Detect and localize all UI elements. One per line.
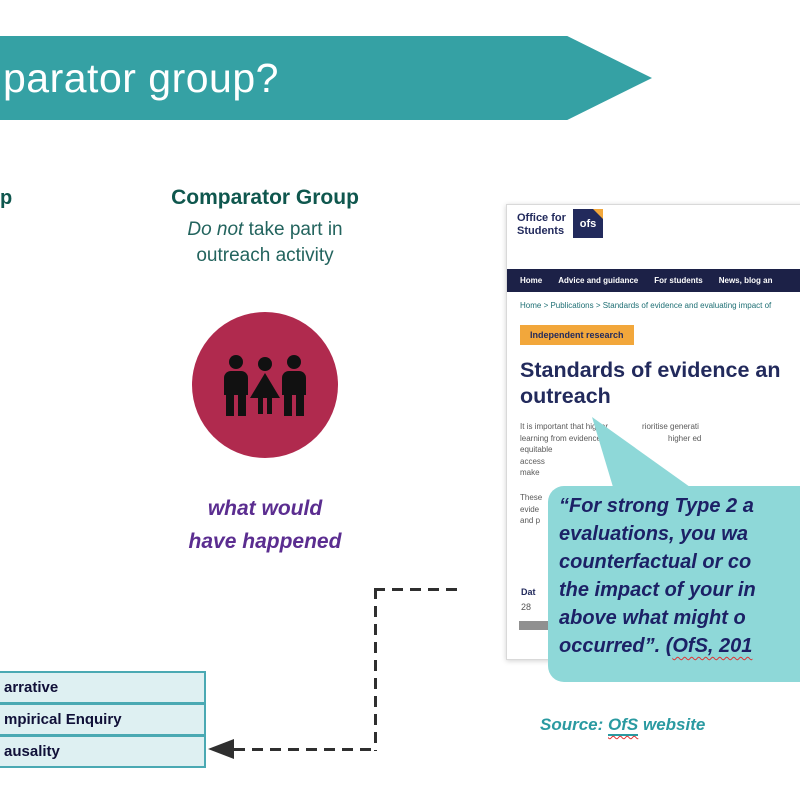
quote-line-2: evaluations, you wa <box>559 523 748 545</box>
evidence-box-empirical-enquiry: mpirical Enquiry <box>0 703 206 736</box>
quote-line-6-prefix: occurred”. ( <box>559 635 673 657</box>
comparator-desc-line1: Do not take part in <box>115 219 415 241</box>
quote-citation: OfS, 201 <box>672 635 753 657</box>
body-text-line: learning from evidence ab higher ed <box>520 433 800 445</box>
counterfactual-caption-line2: have happened <box>188 530 342 553</box>
independent-research-tag: Independent research <box>520 325 634 345</box>
ofs-logo-line2: Students <box>517 225 565 237</box>
quote-speech-bubble <box>548 486 800 682</box>
quote-line-5: above what might o <box>559 607 746 629</box>
person-head <box>287 354 301 369</box>
body-fragment: rioritise generati <box>642 422 699 431</box>
quote-line-3: counterfactual or co <box>559 551 752 573</box>
connector-dash-top-segment <box>374 588 462 591</box>
comparator-desc-rest: take part in <box>243 219 343 240</box>
speech-bubble-tail <box>592 417 690 487</box>
connector-dash-bottom-segment <box>234 748 376 751</box>
ofs-logo-line1: Office for <box>517 212 566 224</box>
evidence-box-causality: ausality <box>0 735 206 768</box>
person-legs <box>226 394 246 416</box>
nav-item-advice: Advice and guidance <box>558 276 639 285</box>
body-text-line: access <box>520 456 545 466</box>
date-label: Dat <box>521 587 536 597</box>
person-head <box>229 354 243 369</box>
page-body-paragraph-2: These evide and p <box>520 492 640 527</box>
nav-item-for-students: For students <box>654 276 703 285</box>
source-link[interactable]: OfS <box>608 715 639 736</box>
page-title: Standards of evidence an outreach <box>520 357 780 409</box>
ofs-logo-mark-text: ofs <box>579 217 597 230</box>
person-dress <box>250 372 280 398</box>
site-navbar: Home Advice and guidance For students Ne… <box>507 269 800 292</box>
evidence-box-narrative: arrative <box>0 671 206 704</box>
title-banner-arrow: parator group? <box>0 36 652 120</box>
body-text-line: It is important that higher rioritise ge… <box>520 421 800 433</box>
connector-dash-vertical-segment <box>374 588 377 751</box>
person-legs <box>258 397 272 414</box>
source-prefix: Source: <box>540 715 609 734</box>
ofs-logo-text: Office for Students <box>517 212 566 238</box>
divider <box>519 621 550 630</box>
comparator-group-heading: Comparator Group <box>171 186 359 209</box>
body-fragment: higher ed <box>668 433 702 443</box>
nav-item-home: Home <box>520 276 543 285</box>
evidence-box-label: ausality <box>4 743 60 760</box>
body-text-line: evide <box>520 504 540 514</box>
comparator-people-graphic <box>192 312 338 458</box>
person-torso <box>224 370 248 395</box>
source-suffix: website <box>638 715 706 734</box>
person-head <box>258 356 272 371</box>
quote-line-6: occurred”. (OfS, 201 <box>559 632 800 660</box>
evidence-box-label: arrative <box>4 679 59 696</box>
ofs-logo-icon: ofs <box>573 209 603 238</box>
page-body-paragraph-1: It is important that higher rioritise ge… <box>520 421 800 479</box>
person-woman-icon <box>250 356 280 414</box>
nav-item-news: News, blog an <box>718 276 773 285</box>
counterfactual-caption-line1: what would <box>207 497 323 520</box>
person-man-icon <box>282 354 306 416</box>
quote-line-4: the impact of your in <box>559 579 756 601</box>
source-caption: Source: OfS website <box>540 715 706 736</box>
intervention-group-heading-fragment: p <box>0 187 13 209</box>
connector-arrowhead-icon <box>208 739 234 759</box>
comparator-desc-line2: outreach activity <box>196 245 334 266</box>
page-title-line1: Standards of evidence an <box>520 358 781 382</box>
comparator-desc-emphasis: Do not <box>187 219 244 240</box>
person-man-icon <box>224 354 248 416</box>
ofs-logo-orange-corner <box>593 209 603 219</box>
date-value: 28 <box>521 602 532 612</box>
body-text-line: and p <box>520 516 541 525</box>
page-title-line2: outreach <box>520 384 611 408</box>
evidence-box-label: mpirical Enquiry <box>4 711 122 728</box>
quote-line-1: “For strong Type 2 a <box>559 495 754 517</box>
person-legs <box>284 394 304 416</box>
body-text-line: equitable <box>520 445 553 454</box>
body-fragment: It is important that higher <box>520 422 609 431</box>
body-text-line: make <box>520 468 540 477</box>
body-fragment: learning from evidence ab <box>520 433 613 443</box>
slide-title: parator group? <box>3 55 279 101</box>
body-text-line: These <box>520 493 543 502</box>
breadcrumb: Home > Publications > Standards of evide… <box>520 301 772 310</box>
person-torso <box>282 370 306 395</box>
quote-text: “For strong Type 2 a evaluations, you wa… <box>559 492 800 660</box>
